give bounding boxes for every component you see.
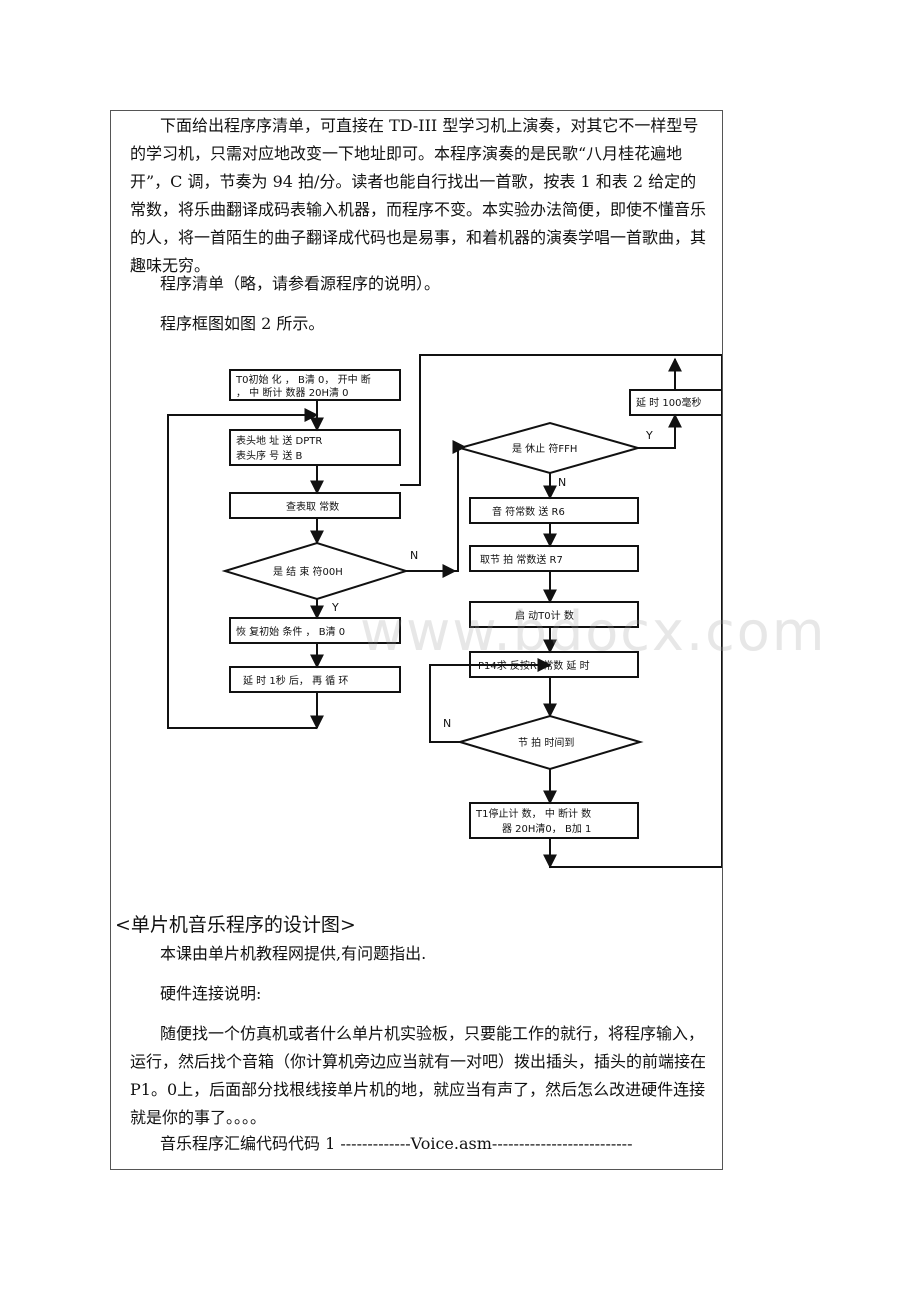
restore-box [229,617,401,644]
lookup-text: 查表取 常数 [286,500,339,513]
end-check-no-label: N [410,549,418,562]
start-t0-box [469,601,639,628]
init-box [229,369,401,401]
beat-const-text: 取节 拍 常数送 R7 [480,553,563,566]
watermark: www.bdocx.com [360,600,827,663]
beat-check-diamond [456,714,644,771]
end-check-text: 是 结 束 符00H [273,565,343,578]
start-t0-text: 启 动T0计 数 [515,609,574,622]
init-box-text-2: ， 中 断计 数器 20H清 0 [236,386,349,399]
program-flowchart: T0初始 化 ， B清 0， 开中 断 ， 中 断计 数器 20H清 0 表头地… [167,354,722,869]
stop-t1-text-2: 器 20H清0， B加 1 [502,822,591,835]
intro-paragraph: 下面给出程序序清单，可直接在 TD-III 型学习机上演奏，对其它不一样型号的学… [130,116,707,275]
p14-text: P14求 反按R6常数 延 时 [478,659,590,672]
table-addr-text-2: 表头序 号 送 B [236,449,303,462]
listing-note: 程序清单（略，请参看源程序的说明）。 [160,274,441,293]
code-title-line: 音乐程序汇编代码代码 1 -------------Voice.asm-----… [160,1134,633,1153]
hardware-heading: 硬件连接说明: [160,984,262,1003]
stop-t1-text-1: T1停止计 数， 中 断计 数 [475,807,591,820]
credit-line: 本课由单片机教程网提供,有问题指出. [160,944,427,963]
delay-100ms-text: 延 时 100毫秒 [636,396,701,409]
document-frame [110,110,723,1170]
stop-check-no-label: N [558,476,566,489]
beat-const-box [469,545,639,572]
table-addr-box [229,429,401,466]
beat-check-text: 节 拍 时间到 [518,736,574,749]
stop-t1-box [469,802,639,839]
table-addr-text-1: 表头地 址 送 DPTR [236,434,322,447]
note-const-box [469,497,639,524]
section-heading: <单片机音乐程序的设计图> [115,914,356,936]
delay-loop-box [229,666,401,693]
stop-check-text: 是 休止 符FFH [512,442,577,455]
end-check-yes-label: Y [331,601,339,614]
beat-check-no-label: N [443,717,451,730]
lookup-box [229,492,401,519]
init-box-text-1: T0初始 化 ， B清 0， 开中 断 [235,373,371,386]
delay-loop-text: 延 时 1秒 后， 再 循 环 [243,674,348,687]
flowchart-caption: 程序框图如图 2 所示。 [160,314,325,333]
stop-check-yes-label: Y [645,429,653,442]
note-const-text: 音 符常数 送 R6 [492,505,565,518]
hardware-paragraph: 随便找一个仿真机或者什么单片机实验板，只要能工作的就行，将程序输入，运行，然后找… [130,1024,707,1127]
restore-text: 恢 复初始 条件 ， B清 0 [236,625,345,638]
